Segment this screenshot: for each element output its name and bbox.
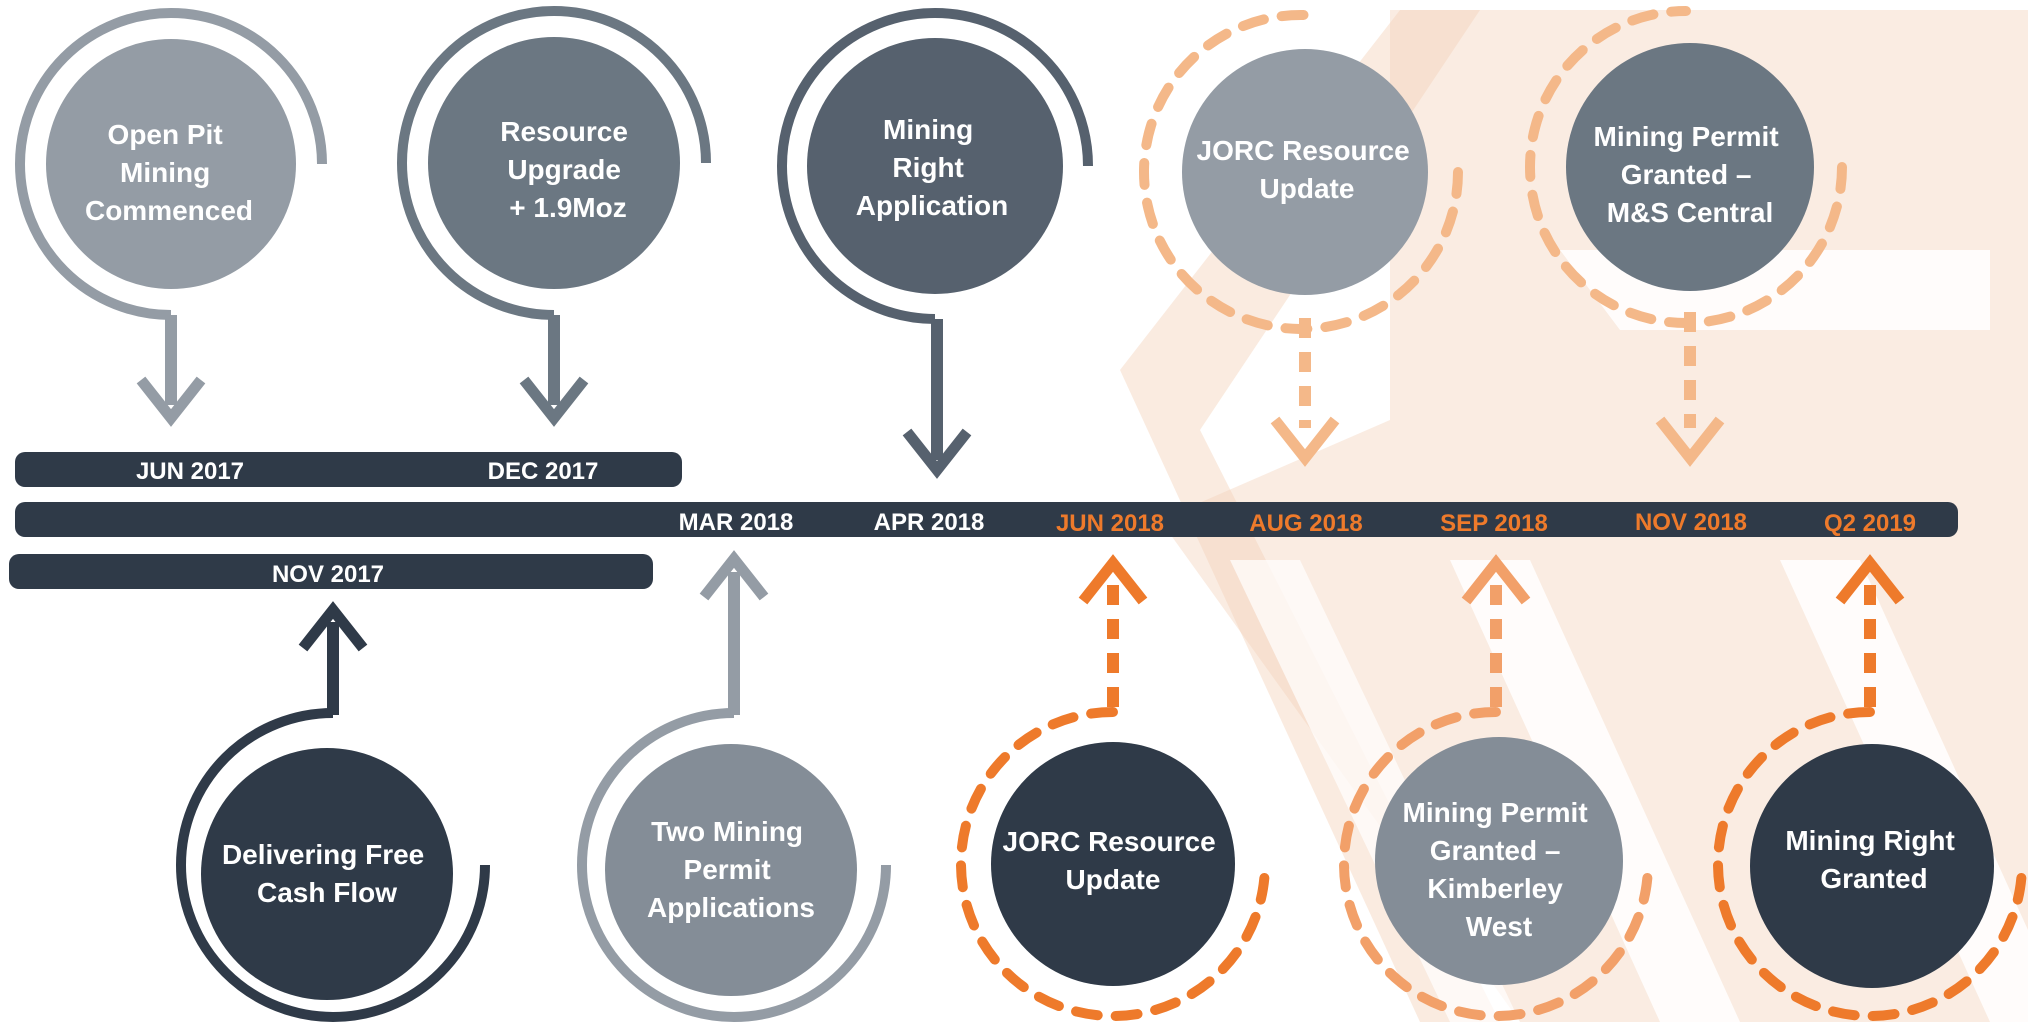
arrow-up-icon <box>298 601 368 652</box>
svg-text:Mining Permit Granted –: Mining Permit Granted – Kimberley West <box>1403 797 1596 942</box>
milestone-ring-dashed <box>1139 9 1463 334</box>
milestone-mining-permit-ms-central: Mining Permit Granted – M&S Central <box>1525 6 1847 467</box>
date-label-jun-2018: JUN 2018 <box>1056 510 1164 537</box>
svg-text:Delivering Free Cash Flo: Delivering Free Cash Flow <box>222 839 432 908</box>
svg-text:Mining Permit Granted –: Mining Permit Granted – M&S Central <box>1594 121 1787 228</box>
milestone-label-line: Mining Permit <box>1594 121 1779 152</box>
milestone-label-line: Upgrade <box>507 154 621 185</box>
milestone-two-mining-permit-applications: Two Mining Permit Applications <box>577 550 891 1022</box>
milestone-label-line: Mining <box>883 114 973 145</box>
milestone-resource-upgrade: Resource Upgrade + 1.9Moz <box>397 6 711 427</box>
bottom-date-bar <box>9 554 653 589</box>
milestone-label-line: Granted – <box>1430 835 1561 866</box>
milestone-ring-dashed <box>1713 707 2027 1021</box>
milestone-circle <box>991 742 1235 986</box>
milestone-label-line: Application <box>856 190 1008 221</box>
milestone-label-line: Right <box>892 152 964 183</box>
milestone-mining-right-application: Mining Right Application <box>777 8 1093 479</box>
svg-text:Mining Right Granted: Mining Right Granted <box>1785 825 1962 894</box>
milestone-label-line: M&S Central <box>1607 197 1773 228</box>
milestone-ring-dashed <box>1339 707 1653 1021</box>
top-date-bar <box>15 452 682 487</box>
svg-text:JORC Resource Update: JORC Resource Update <box>1197 135 1418 204</box>
milestone-label-line: Update <box>1260 173 1355 204</box>
arrow-up-icon <box>1461 554 1531 605</box>
arrow-up-icon <box>1078 554 1148 605</box>
date-label-nov-2018: NOV 2018 <box>1635 509 1747 536</box>
milestone-circle <box>1375 737 1623 985</box>
milestone-mining-right-granted: Mining Right Granted <box>1713 554 2027 1021</box>
milestone-open-pit-mining: Open Pit Mining Commenced <box>15 8 327 427</box>
svg-text:Open Pit Mining Co: Open Pit Mining Commenced <box>85 119 253 226</box>
milestone-label-line: Two Mining <box>651 816 803 847</box>
arrow-down-icon <box>902 428 972 479</box>
milestone-label-line: Update <box>1066 864 1161 895</box>
main-timeline-bar <box>15 502 1958 537</box>
milestone-ring <box>577 708 891 1022</box>
milestone-label-line: JORC Resource <box>1003 826 1216 857</box>
date-label-jun-2017: JUN 2017 <box>136 458 244 485</box>
milestone-circle <box>1750 744 1994 988</box>
milestone-circle <box>1566 43 1814 291</box>
date-label-nov-2017: NOV 2017 <box>272 561 384 588</box>
date-label-mar-2018: MAR 2018 <box>679 509 794 536</box>
svg-text:Mining Right Appli: Mining Right Application <box>856 114 1008 221</box>
svg-text:JORC Resource Update: JORC Resource Update <box>1003 826 1224 895</box>
arrow-up-icon <box>699 550 769 601</box>
milestone-ring-dashed <box>956 707 1270 1021</box>
milestone-label-line: Kimberley <box>1427 873 1563 904</box>
date-label-apr-2018: APR 2018 <box>874 509 985 536</box>
arrow-down-icon <box>136 376 206 427</box>
milestone-label-line: Granted – <box>1621 159 1752 190</box>
milestone-label-line: Applications <box>647 892 815 923</box>
milestone-label-line: + 1.9Moz <box>509 192 626 223</box>
milestone-label-line: Mining Permit <box>1403 797 1588 828</box>
milestone-label-line: Mining <box>120 157 210 188</box>
date-label-aug-2018: AUG 2018 <box>1249 510 1362 537</box>
arrow-up-icon <box>1835 554 1905 605</box>
date-label-sep-2018: SEP 2018 <box>1440 510 1548 537</box>
date-label-dec-2017: DEC 2017 <box>488 458 599 485</box>
milestone-label-line: Granted <box>1820 863 1927 894</box>
milestone-circle <box>605 744 857 996</box>
date-label-q2-2019: Q2 2019 <box>1824 510 1916 537</box>
timeline-bars <box>9 452 1958 589</box>
milestone-ring-dashed <box>1525 6 1847 328</box>
arrow-down-icon <box>519 376 589 427</box>
milestone-label-line: Open Pit <box>108 119 223 150</box>
milestone-mining-permit-kimberley-west: Mining Permit Granted – Kimberley West <box>1339 554 1653 1021</box>
milestone-label-line: Cash Flow <box>257 877 397 908</box>
svg-text:Resource Upgrade +: Resource Upgrade + 1.9Moz <box>500 116 635 223</box>
svg-text:Two Mining Permit: Two Mining Permit Applications <box>647 816 815 923</box>
milestone-ring <box>176 708 490 1022</box>
milestone-delivering-free-cash-flow: Delivering Free Cash Flow <box>176 601 490 1022</box>
milestone-ring <box>397 6 711 320</box>
milestone-circle <box>201 748 453 1000</box>
milestone-ring <box>777 8 1093 324</box>
milestone-label-line: Mining Right <box>1785 825 1955 856</box>
milestone-label-line: Permit <box>684 854 771 885</box>
milestone-jorc-resource-update-aug: JORC Resource Update <box>1139 9 1463 467</box>
milestone-label-line: West <box>1466 911 1532 942</box>
milestone-jorc-resource-update-jun: JORC Resource Update <box>956 554 1270 1021</box>
milestone-label-line: JORC Resource <box>1197 135 1410 166</box>
milestone-circle <box>46 39 296 289</box>
milestone-circle <box>428 37 680 289</box>
milestone-ring <box>15 8 327 320</box>
arrow-down-icon <box>1655 416 1725 467</box>
milestone-circle <box>1182 49 1428 295</box>
milestone-label-line: Resource <box>500 116 628 147</box>
milestone-label-line: Commenced <box>85 195 253 226</box>
milestone-label-line: Delivering Free <box>222 839 424 870</box>
arrow-down-icon <box>1270 416 1340 467</box>
milestone-circle <box>807 38 1063 294</box>
